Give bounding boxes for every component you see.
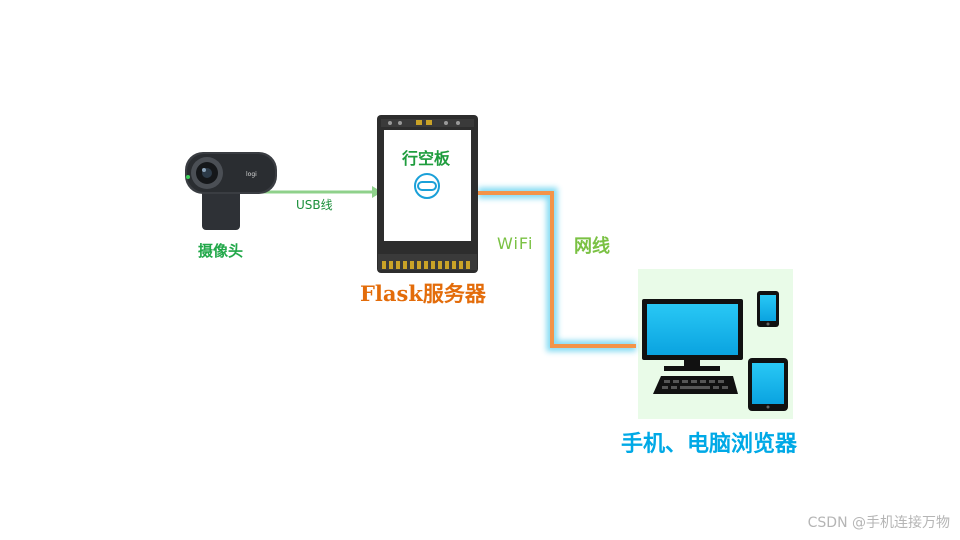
desktop-computer-icon [642, 299, 743, 394]
clients-label: 手机、电脑浏览器 [621, 432, 798, 457]
svg-text:logi: logi [246, 171, 257, 178]
server-label: Flask服务器 [360, 281, 486, 306]
cable-link-label: 网线 [574, 236, 610, 257]
tablet-icon [748, 358, 788, 411]
network-link-line [478, 187, 636, 352]
usb-link-label: USB线 [296, 198, 333, 212]
phone-icon [757, 291, 779, 327]
board-screen-logo-icon [414, 173, 440, 199]
wifi-link-label: WiFi [497, 234, 534, 253]
board-screen-title: 行空板 [402, 149, 451, 168]
webcam-label: 摄像头 [198, 242, 244, 260]
webcam-icon: logi [185, 152, 277, 230]
watermark-text: CSDN @手机连接万物 [807, 515, 950, 531]
